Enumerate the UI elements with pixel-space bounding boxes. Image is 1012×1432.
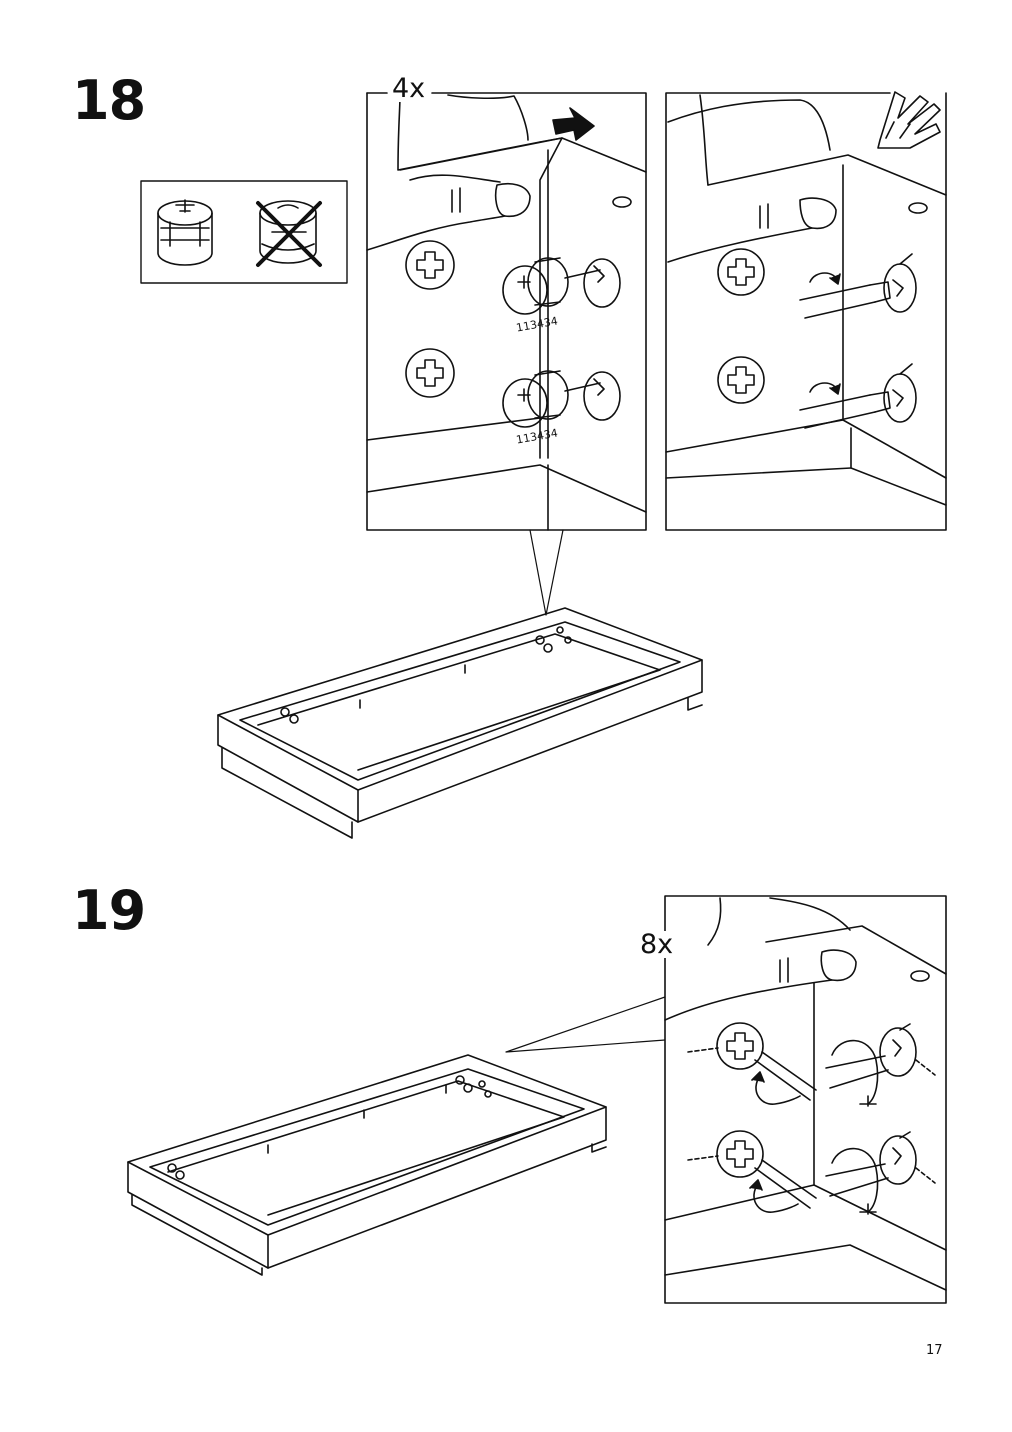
cam-housing-left-upper <box>405 240 455 290</box>
step-18-number: 18 <box>72 69 146 132</box>
step-19-number: 19 <box>72 879 146 942</box>
cam-lock-wrong-icon <box>256 200 322 267</box>
cam-lock-inserted-lower <box>502 370 621 428</box>
screwdriver-icon <box>799 253 917 319</box>
cam-lock-orientation-box <box>140 180 348 284</box>
hand-pointing-icon <box>877 91 941 149</box>
cam-lock-inserted-upper <box>502 257 621 315</box>
step-19-quantity: 8x <box>636 931 678 958</box>
step-19-frame <box>127 1054 607 1276</box>
cam-housing-19-lower-right <box>825 1131 936 1215</box>
cam-lock-correct-icon <box>157 199 213 266</box>
cam-housing-19-upper-left <box>687 1022 817 1105</box>
cam-housing-19-lower-left <box>687 1130 817 1213</box>
screwdriver-icon <box>799 363 917 429</box>
cam-housing-right-upper <box>717 248 765 296</box>
cam-housing-right-lower <box>717 356 765 404</box>
step-18-detail-panel-right <box>665 91 947 531</box>
step-18-quantity: 4x <box>388 75 430 102</box>
push-arrow-icon <box>552 107 595 141</box>
cam-housing-19-upper-right <box>825 1023 936 1107</box>
step-18-frame <box>217 607 703 839</box>
cam-housing-left-lower <box>405 348 455 398</box>
step-19-detail-panel <box>664 895 947 1304</box>
step-18-detail-panel-left <box>366 92 647 531</box>
page-number: 17 <box>926 1343 943 1358</box>
